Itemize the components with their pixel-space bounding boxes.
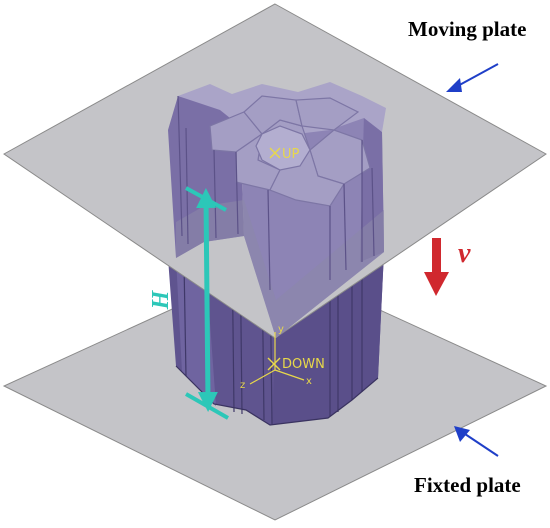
tube-center-hub [255,125,311,171]
arrow-down-icon [424,238,449,296]
height-tick-bottom [185,392,229,420]
tube-upper [168,82,386,338]
down-marker-label: DOWN [282,357,325,372]
height-label: H [148,289,174,310]
axis-x-label: x [306,376,312,387]
arrow-icon [446,63,499,92]
axes-icon: DOWN y x z [240,324,325,391]
fixed-plate-label: Fixted plate [414,473,521,497]
axis-z-label: z [240,380,245,391]
up-marker-label: UP [282,147,300,162]
arrow-icon [454,426,499,457]
axis-y-label: y [278,324,284,335]
height-tick-top [185,186,227,212]
height-arrow [196,188,218,412]
velocity-label: v [458,238,471,269]
up-marker: UP [269,147,300,162]
moving-plate-label: Moving plate [408,17,526,41]
